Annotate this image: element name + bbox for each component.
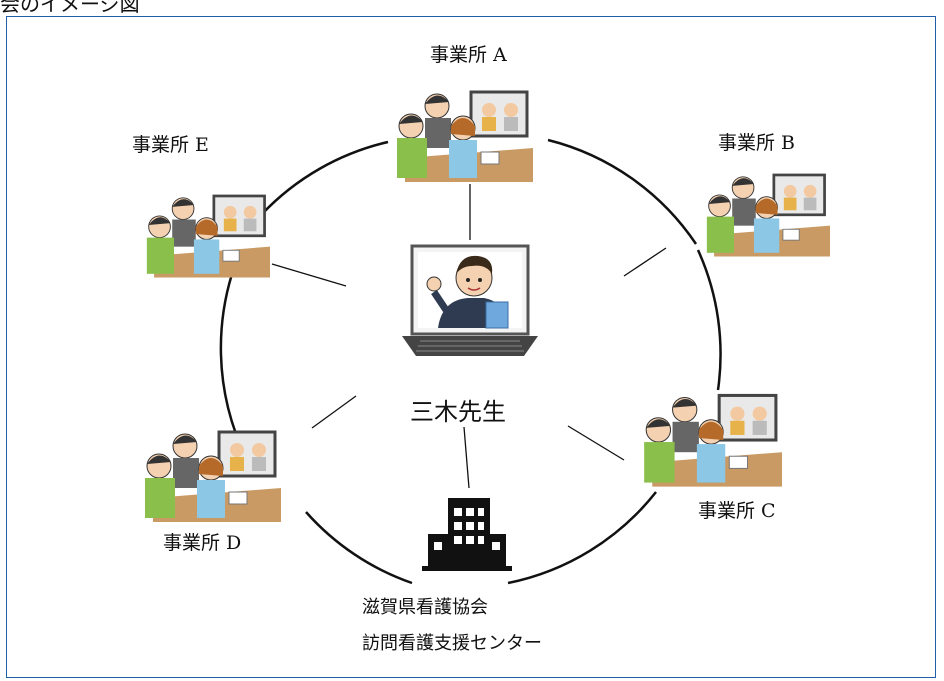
office-b-label: 事業所 B <box>718 132 796 154</box>
ring-arc-de <box>219 273 238 435</box>
teacher-laptop-icon <box>402 244 538 356</box>
office-c-meeting-icon <box>644 393 782 487</box>
spoke-org <box>463 426 470 489</box>
office-a-label: 事業所 A <box>430 44 507 66</box>
office-d-label: 事業所 D <box>163 532 242 554</box>
spoke-b <box>623 247 667 277</box>
organization-name-line1: 滋賀県看護協会 <box>362 597 488 618</box>
ring-arc-bc <box>696 249 722 391</box>
center-teacher-name: 三木先生 <box>410 398 506 426</box>
spoke-c <box>567 425 625 461</box>
office-a-meeting-icon <box>397 90 533 182</box>
office-e-meeting-icon <box>146 194 270 278</box>
office-e-label: 事業所 E <box>132 134 209 156</box>
office-d-meeting-icon <box>145 430 281 522</box>
diagram-frame <box>6 16 936 678</box>
ring-arc-ae <box>261 140 389 215</box>
ring-arc-c-org <box>507 491 657 585</box>
office-c-label: 事業所 C <box>698 500 776 522</box>
office-b-meeting-icon <box>706 173 830 257</box>
ring-arc-ab <box>547 138 698 245</box>
spoke-e <box>271 263 347 287</box>
spoke-d <box>311 395 357 429</box>
office-building-icon <box>422 498 512 571</box>
organization-name-line2: 訪問看護支援センター <box>362 633 542 654</box>
ring-arc-org-d <box>305 511 413 585</box>
top-caption: 会のイメージ図 <box>0 0 140 16</box>
